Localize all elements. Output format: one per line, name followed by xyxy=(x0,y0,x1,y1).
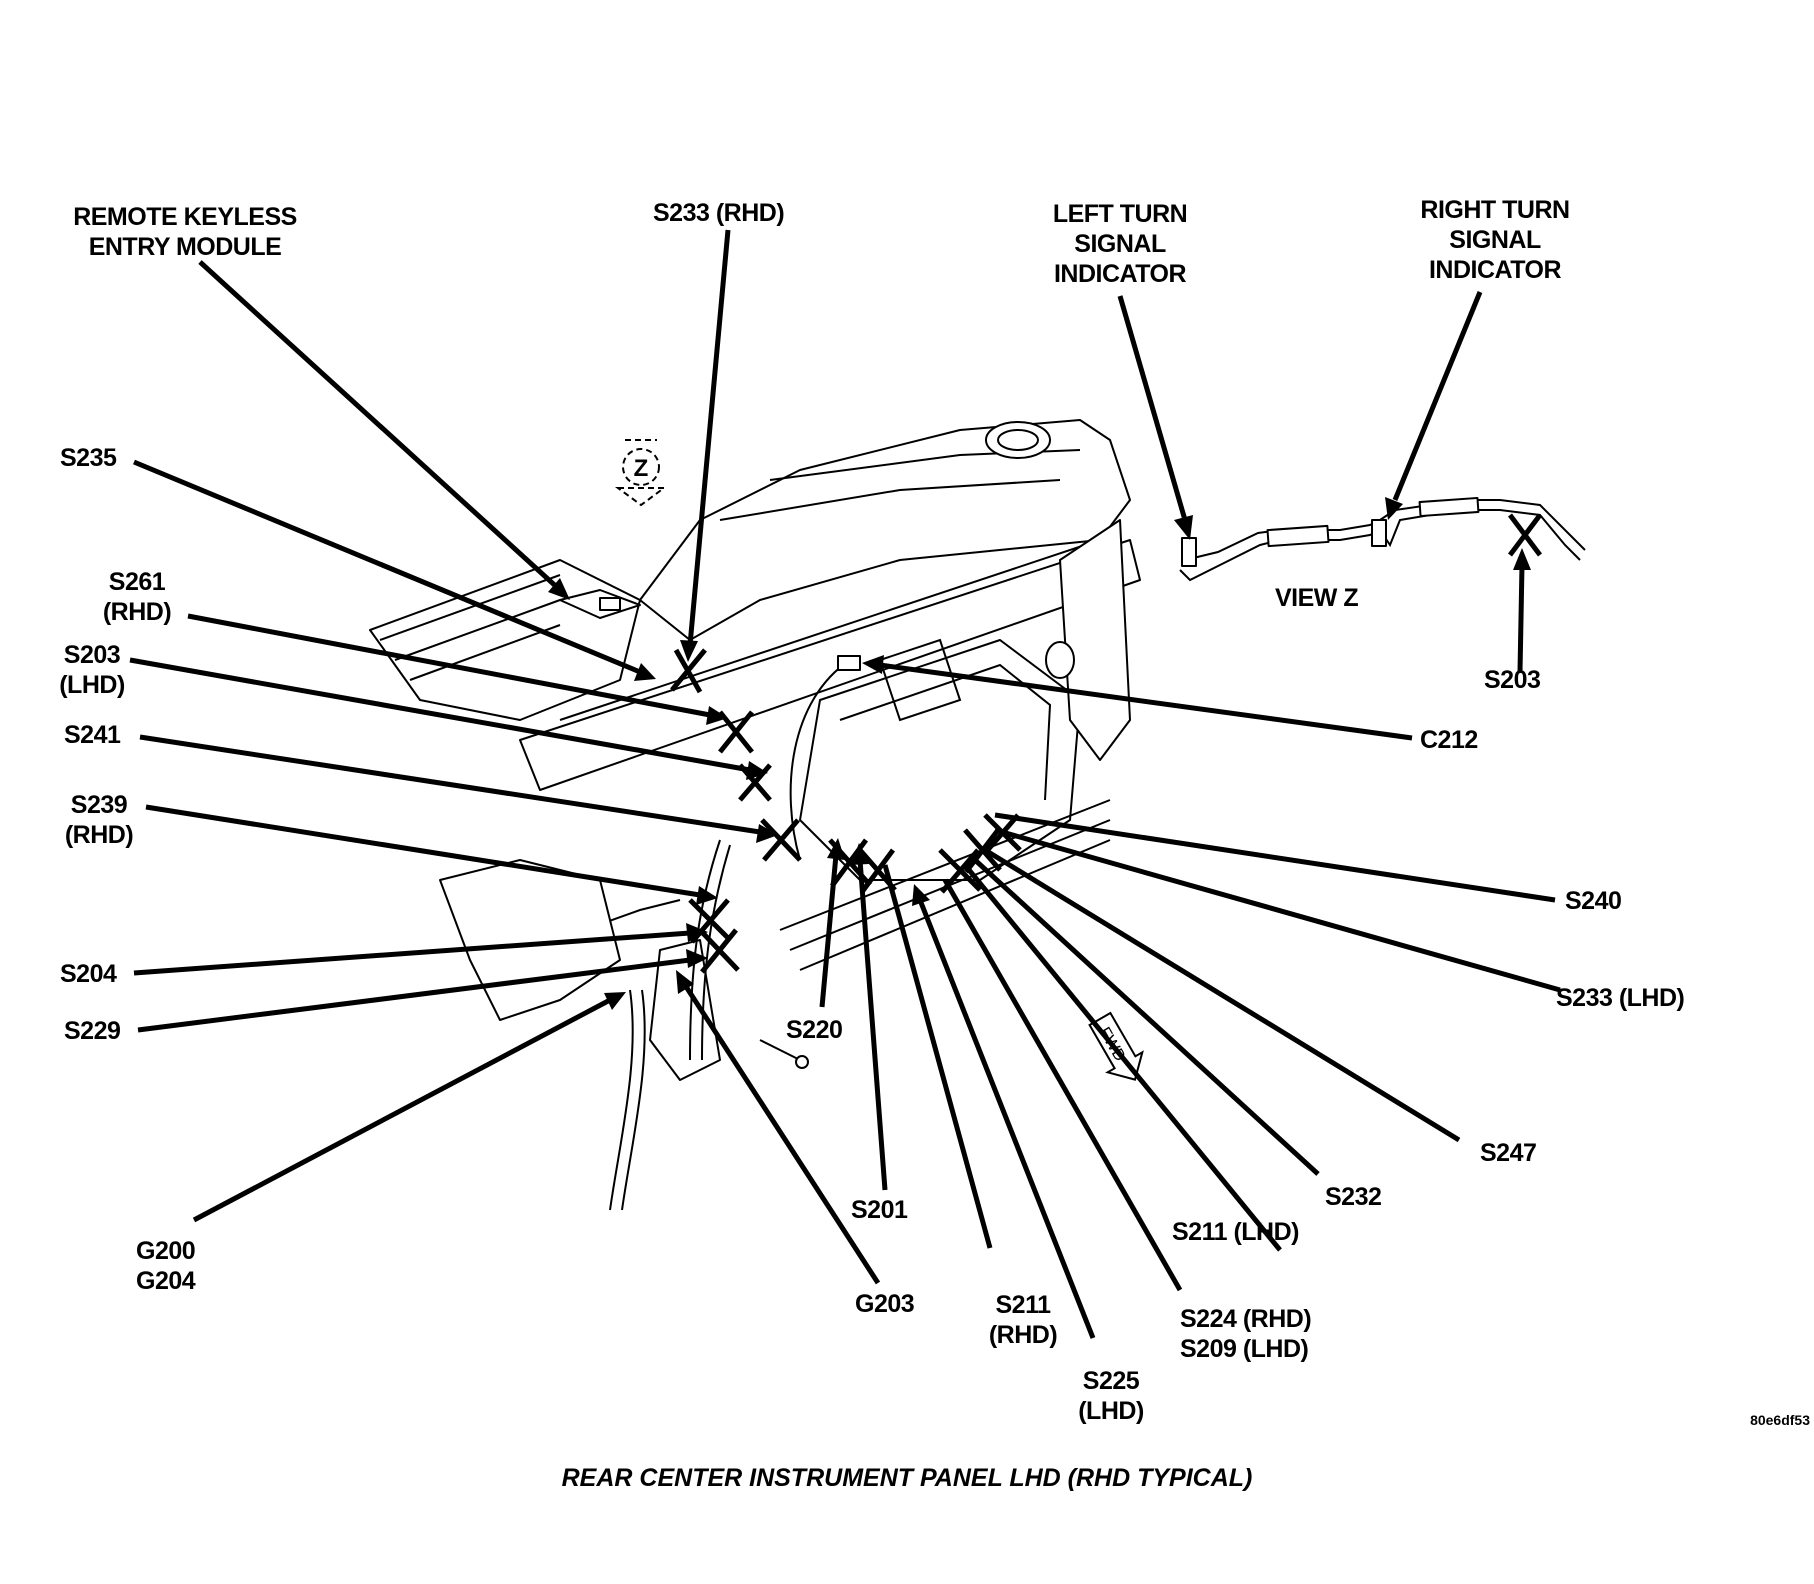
diagram-caption: REAR CENTER INSTRUMENT PANEL LHD (RHD TY… xyxy=(561,1464,1253,1492)
label-s203-lhd: S203 (LHD) xyxy=(59,641,125,699)
view-z-marker: Z xyxy=(614,439,668,507)
leader-lines xyxy=(129,229,1561,1339)
label-s233-rhd: S233 (RHD) xyxy=(653,199,785,227)
label-s232: S232 xyxy=(1325,1183,1382,1211)
label-s204: S204 xyxy=(60,960,117,988)
label-s225-lhd: S225 (LHD) xyxy=(1078,1367,1144,1425)
label-s247: S247 xyxy=(1480,1139,1537,1167)
label-right-turn-signal-indicator: RIGHT TURN SIGNAL INDICATOR xyxy=(1420,196,1570,284)
label-s241: S241 xyxy=(64,721,121,749)
label-s261-rhd: S261 (RHD) xyxy=(102,568,172,626)
label-s211-rhd: S211 (RHD) xyxy=(988,1291,1058,1349)
splice-marks xyxy=(670,513,1542,974)
label-view-z: VIEW Z xyxy=(1275,584,1359,612)
label-g203: G203 xyxy=(855,1290,915,1318)
instrument-panel-artwork: Z FWD xyxy=(369,419,1144,1211)
label-s233-lhd: S233 (LHD) xyxy=(1556,984,1685,1012)
label-s203-view-z: S203 xyxy=(1484,666,1541,694)
figure-code: 80e6df53 xyxy=(1750,1412,1810,1428)
label-s224-rhd-s209-lhd: S224 (RHD) S209 (LHD) xyxy=(1180,1305,1312,1363)
label-s240: S240 xyxy=(1565,887,1622,915)
label-remote-keyless-entry-module: REMOTE KEYLESS ENTRY MODULE xyxy=(73,203,297,261)
view-z-inset xyxy=(1179,496,1586,582)
label-s229: S229 xyxy=(64,1017,121,1045)
label-s201: S201 xyxy=(851,1196,908,1224)
label-s220: S220 xyxy=(786,1016,843,1044)
label-s239-rhd: S239 (RHD) xyxy=(64,791,134,849)
label-s211-lhd: S211 (LHD) xyxy=(1172,1218,1299,1246)
label-s235: S235 xyxy=(60,444,117,472)
label-left-turn-signal-indicator: LEFT TURN SIGNAL INDICATOR xyxy=(1052,200,1188,288)
label-g200-g204: G200 G204 xyxy=(136,1237,196,1295)
label-c212: C212 xyxy=(1420,726,1478,754)
view-z-letter: Z xyxy=(634,455,649,482)
